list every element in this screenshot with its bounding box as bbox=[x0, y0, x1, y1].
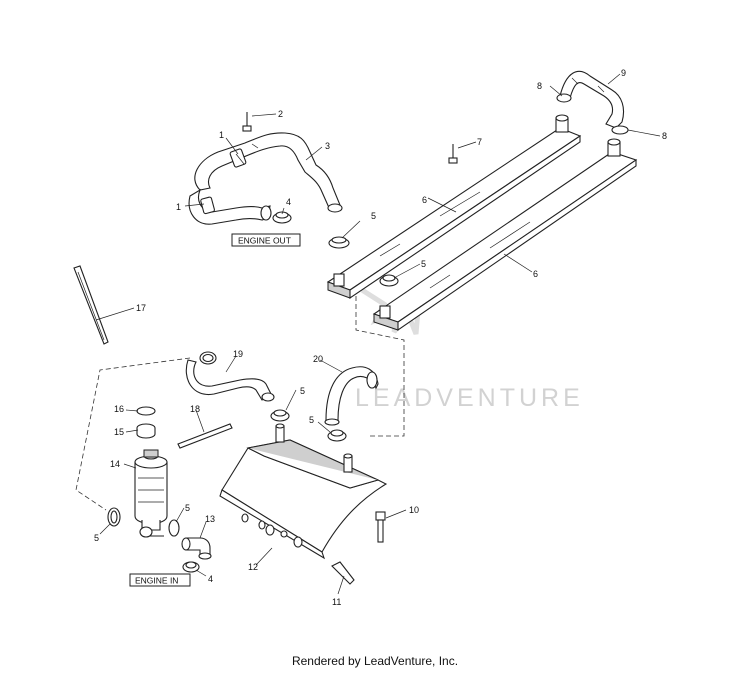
callout-7: 7 bbox=[477, 137, 482, 147]
tube-part-18[interactable] bbox=[177, 423, 233, 449]
callout-6-front: 6 bbox=[533, 269, 538, 279]
callout-6-rear: 6 bbox=[422, 195, 427, 205]
engine-in-box: ENGINE IN bbox=[129, 573, 191, 587]
drain-part-11[interactable] bbox=[331, 561, 355, 585]
bolt-part-2[interactable] bbox=[242, 112, 252, 132]
crossover-hose-part-9[interactable] bbox=[559, 70, 625, 129]
hose-part-19[interactable] bbox=[185, 351, 275, 402]
clamp-part-5-b[interactable] bbox=[379, 274, 399, 287]
assembly-guide-line-2 bbox=[75, 357, 191, 511]
elbow-part-13[interactable] bbox=[181, 537, 212, 560]
callout-5-tank: 5 bbox=[309, 415, 314, 425]
callout-1-upper: 1 bbox=[219, 130, 224, 140]
gasket-part-15[interactable] bbox=[136, 423, 156, 439]
tank-part-12[interactable] bbox=[219, 423, 388, 560]
clamp-part-5-a[interactable] bbox=[328, 236, 350, 249]
callout-4-upper: 4 bbox=[286, 197, 291, 207]
leader-lines bbox=[95, 73, 661, 595]
callout-15: 15 bbox=[114, 427, 124, 437]
watermark: LEADVENTURE bbox=[355, 287, 584, 412]
callout-5-upper-hose: 5 bbox=[371, 211, 376, 221]
callout-17: 17 bbox=[136, 303, 146, 313]
strap-part-17[interactable] bbox=[73, 265, 109, 345]
callout-5-bottle: 5 bbox=[94, 533, 99, 543]
callout-9: 9 bbox=[621, 68, 626, 78]
callout-14: 14 bbox=[110, 459, 120, 469]
engine-in-label: ENGINE IN bbox=[135, 576, 178, 586]
assembly-guide-line-1 bbox=[355, 296, 405, 437]
watermark-text: LEADVENTURE bbox=[355, 384, 584, 412]
footer-credit: Rendered by LeadVenture, Inc. bbox=[291, 654, 459, 668]
callout-11: 11 bbox=[332, 597, 341, 607]
callout-1-lower: 1 bbox=[176, 202, 181, 212]
callout-5-exchanger: 5 bbox=[421, 259, 426, 269]
callout-13: 13 bbox=[205, 514, 215, 524]
clamp-part-5-e[interactable] bbox=[107, 507, 121, 527]
clamp-part-5-c[interactable] bbox=[270, 409, 290, 422]
bolt-part-7[interactable] bbox=[448, 144, 458, 164]
clamp-part-8-left[interactable] bbox=[556, 93, 572, 103]
engine-out-label: ENGINE OUT bbox=[238, 236, 291, 246]
heat-exchanger-part-6-front[interactable] bbox=[372, 138, 638, 332]
coolant-bottle-part-14[interactable] bbox=[134, 449, 168, 538]
callout-8-right: 8 bbox=[662, 131, 667, 141]
clamp-part-1-lower[interactable] bbox=[200, 196, 215, 215]
callout-3: 3 bbox=[325, 141, 330, 151]
callout-20: 20 bbox=[313, 354, 323, 364]
callout-8-left: 8 bbox=[537, 81, 542, 91]
callout-19: 19 bbox=[233, 349, 243, 359]
callout-2: 2 bbox=[278, 109, 283, 119]
heat-exchanger-part-6-rear[interactable] bbox=[326, 114, 582, 300]
clamp-part-5-f[interactable] bbox=[168, 519, 180, 537]
callout-4-lower: 4 bbox=[208, 574, 213, 584]
fitting-part-10[interactable] bbox=[375, 511, 386, 543]
callout-5-hose-19: 5 bbox=[300, 386, 305, 396]
clamp-part-5-d[interactable] bbox=[327, 429, 347, 442]
clamp-part-8-right[interactable] bbox=[611, 125, 629, 135]
callout-10: 10 bbox=[409, 505, 419, 515]
callouts: 1 1 2 3 4 4 5 5 5 5 5 5 6 6 7 8 8 9 10 1… bbox=[94, 68, 667, 607]
callout-12: 12 bbox=[248, 562, 258, 572]
clamp-part-4-lower[interactable] bbox=[182, 561, 200, 573]
clamp-part-4-upper[interactable] bbox=[272, 211, 292, 224]
cap-part-16[interactable] bbox=[136, 406, 156, 416]
engine-out-box: ENGINE OUT bbox=[231, 233, 301, 247]
callout-16: 16 bbox=[114, 404, 124, 414]
hose-part-20[interactable] bbox=[324, 366, 379, 426]
callout-5-elbow: 5 bbox=[185, 503, 190, 513]
callout-18: 18 bbox=[190, 404, 200, 414]
